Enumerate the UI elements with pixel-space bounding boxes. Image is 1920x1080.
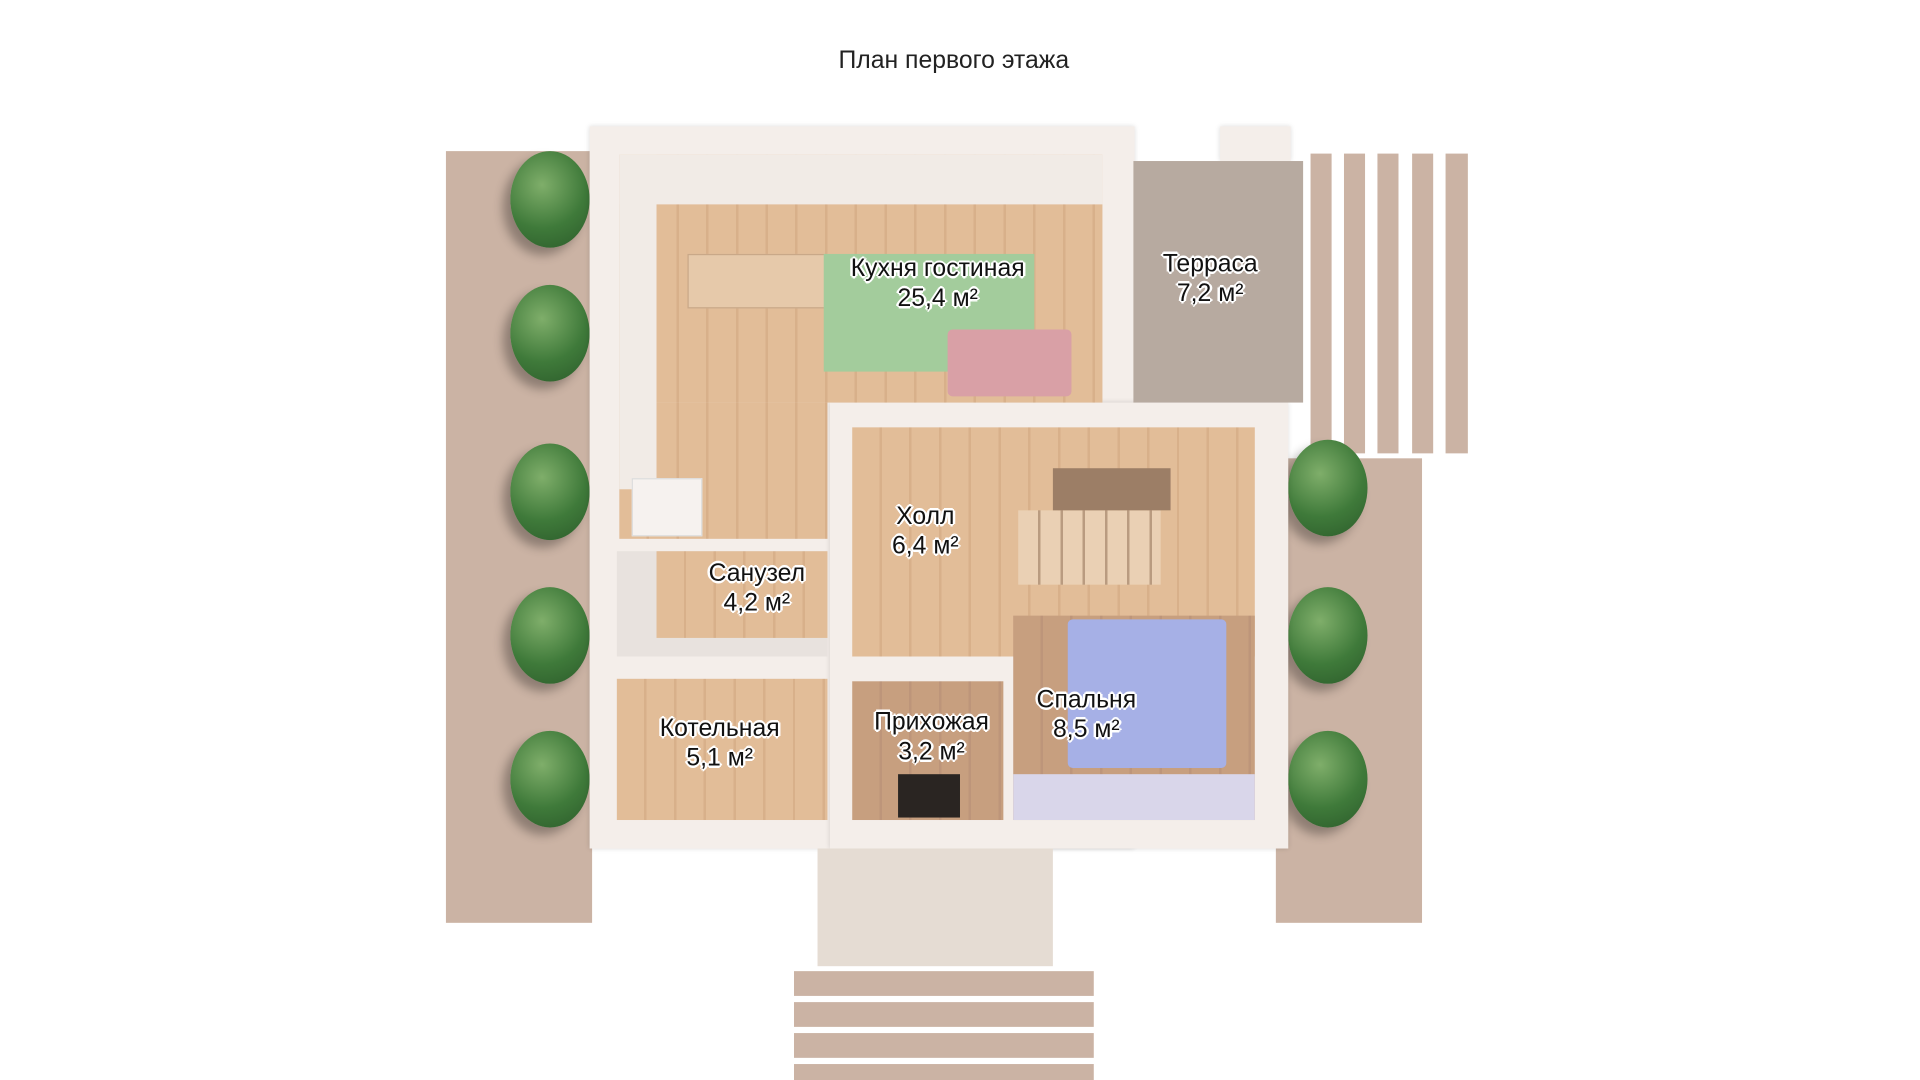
tree-icon — [1288, 587, 1368, 684]
bedroom-rug — [1013, 774, 1255, 821]
room-name: Терраса — [1162, 250, 1258, 278]
deck-stripe — [1377, 153, 1399, 454]
room-name: Спальня — [1036, 686, 1137, 714]
deck-stripe — [1343, 153, 1366, 454]
plan-title: План первого этажа — [838, 47, 1070, 75]
appliance — [631, 478, 703, 537]
terrace-floor — [1133, 161, 1304, 403]
deck-stripe — [1310, 153, 1332, 454]
tree-icon — [1288, 730, 1368, 828]
porch — [817, 848, 1053, 967]
step — [794, 1064, 1094, 1080]
tree-icon — [510, 151, 590, 248]
step — [794, 971, 1094, 996]
tree-icon — [510, 730, 590, 828]
room-area: 8,5 м² — [1053, 715, 1120, 744]
deck-stripe — [1412, 153, 1434, 454]
tree-icon — [1288, 439, 1368, 537]
terrace-pillar — [1220, 126, 1291, 162]
room-area: 3,2 м² — [898, 738, 965, 766]
sofa — [947, 329, 1072, 397]
bathroom-floor — [656, 551, 828, 638]
stairs — [1052, 468, 1171, 511]
room-area: 7,2 м² — [1176, 279, 1244, 308]
room-area: 5,1 м² — [686, 744, 753, 772]
room-name: Кухня гостиная — [850, 255, 1025, 283]
room-name: Котельная — [659, 714, 780, 742]
stairs — [1018, 510, 1161, 585]
deck-stripe — [1445, 153, 1468, 454]
right-path — [1275, 458, 1423, 923]
tree-icon — [510, 284, 590, 382]
tree-icon — [510, 443, 590, 541]
room-name: Прихожая — [874, 708, 989, 736]
boiler-room-floor — [616, 678, 828, 821]
step — [794, 1002, 1094, 1027]
room-area: 25,4 м² — [897, 284, 978, 313]
room-name: Холл — [896, 502, 955, 531]
step — [794, 1033, 1094, 1058]
tree-icon — [510, 587, 590, 684]
kitchen-wall-cabinets — [619, 154, 657, 490]
room-area: 4,2 м² — [723, 589, 791, 617]
bed — [1067, 619, 1227, 768]
room-area: 6,4 м² — [891, 532, 959, 560]
dining-table — [687, 253, 827, 309]
room-name: Санузел — [708, 559, 806, 588]
doormat — [898, 774, 960, 818]
kitchen-cabinets — [619, 154, 1103, 205]
